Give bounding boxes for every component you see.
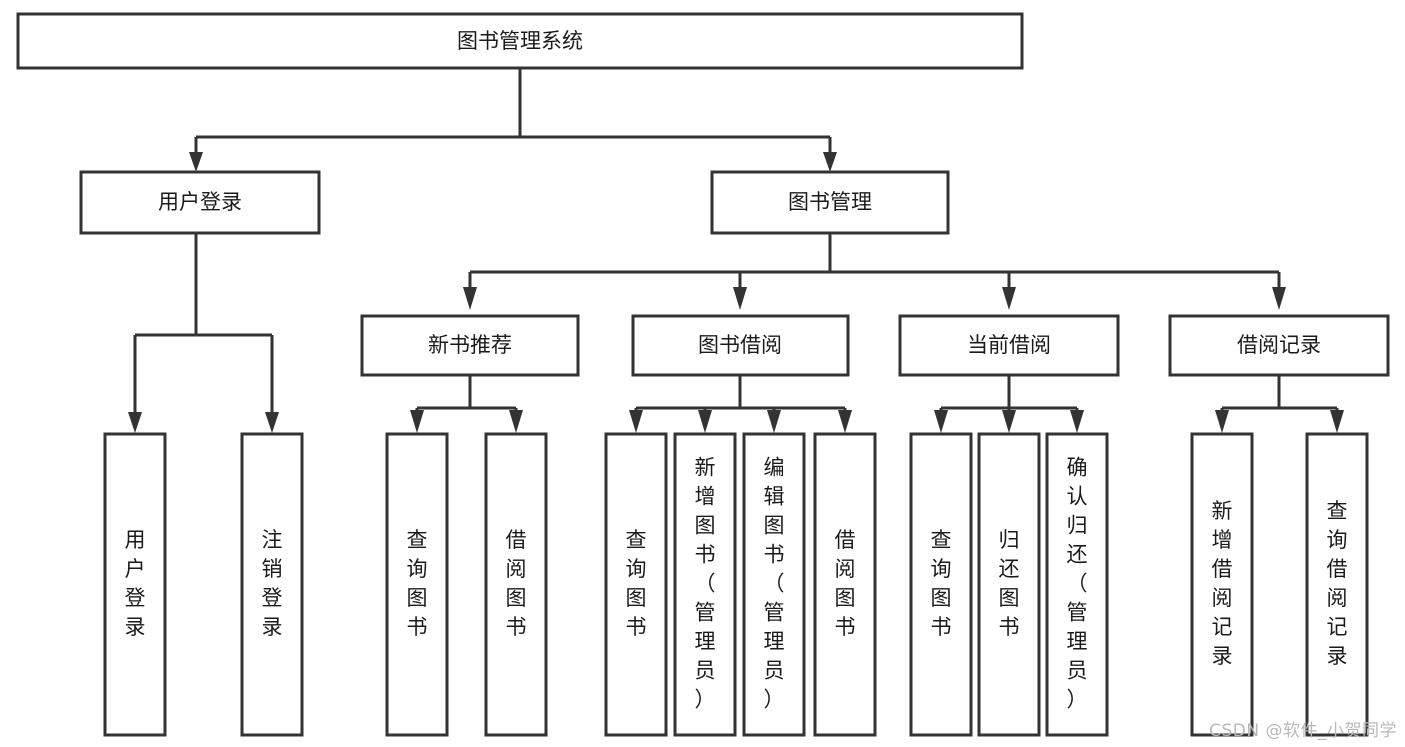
node-leaf-query-book-3-label: 查询图书 [931,528,952,639]
node-borrow-record-box[interactable] [1168,314,1390,377]
node-leaf-user-login-box[interactable] [103,432,167,737]
node-root-label: 图书管理系统 [457,29,583,53]
arrow-head-book-manage [823,152,837,172]
connector-group-book-borrow [629,375,852,433]
arrow-head-new-book-recommend [463,287,477,310]
arrow-head-leaf-borrow-book-1 [509,410,523,433]
node-leaf-edit-book[interactable]: 编辑图书（管理员） [742,432,806,737]
node-root[interactable]: 图书管理系统 [16,12,1024,70]
node-leaf-query-book-1[interactable]: 查询图书 [385,432,449,737]
arrow-head-user-login [189,152,203,172]
node-leaf-logout-label: 注销登录 [262,528,283,639]
node-leaf-query-book-3[interactable]: 查询图书 [909,432,973,737]
node-leaf-logout[interactable]: 注销登录 [240,432,304,737]
node-leaf-query-book-2-label: 查询图书 [626,528,647,639]
node-leaf-confirm-return-box[interactable] [1045,432,1109,737]
arrow-head-leaf-add-book [698,410,712,433]
node-leaf-borrow-book-1-label: 借阅图书 [506,528,527,639]
node-leaf-borrow-book-1-box[interactable] [484,432,548,737]
node-new-book-recommend-box[interactable] [360,314,580,377]
node-leaf-return-book[interactable]: 归还图书 [977,432,1041,737]
node-leaf-return-book-box[interactable] [977,432,1041,737]
arrow-head-leaf-user-login [128,412,142,433]
node-leaf-query-record-box[interactable] [1305,432,1369,737]
csdn-watermark: CSDN @软件_小贺同学 [1209,721,1397,741]
node-leaf-borrow-book-2-label: 借阅图书 [835,528,856,639]
node-borrow-record[interactable]: 借阅记录 [1168,314,1390,377]
node-root-box[interactable] [16,12,1024,70]
node-borrow-record-label: 借阅记录 [1237,333,1321,357]
connector-group-new-book-recommend [410,375,523,433]
connector-group-user-login [128,233,279,433]
node-leaf-query-record-label: 查询借阅记录 [1327,499,1348,668]
node-leaf-add-record-label: 新增借阅记录 [1212,499,1233,668]
node-leaf-query-record[interactable]: 查询借阅记录 [1305,432,1369,737]
node-leaf-add-book-box[interactable] [673,432,737,737]
node-current-borrow[interactable]: 当前借阅 [898,314,1120,377]
node-user-login-box[interactable] [79,170,321,235]
node-leaf-add-record-box[interactable] [1190,432,1254,737]
node-user-login[interactable]: 用户登录 [79,170,321,235]
node-user-login-label: 用户登录 [158,190,242,214]
node-book-borrow-box[interactable] [631,314,850,377]
node-book-manage[interactable]: 图书管理 [710,170,950,235]
node-book-borrow-label: 图书借阅 [698,333,782,357]
connector-group-root [189,68,837,172]
arrow-head-leaf-query-book-3 [934,410,948,433]
node-leaf-borrow-book-2[interactable]: 借阅图书 [813,432,877,737]
node-leaf-add-book-label: 新增图书（管理员） [695,456,716,712]
arrow-head-leaf-logout [265,412,279,433]
arrow-head-current-borrow [1002,287,1016,310]
node-book-manage-label: 图书管理 [788,190,872,214]
node-leaf-borrow-book-1[interactable]: 借阅图书 [484,432,548,737]
node-leaf-query-book-1-box[interactable] [385,432,449,737]
node-leaf-confirm-return[interactable]: 确认归还（管理员） [1045,432,1109,737]
arrow-head-leaf-query-book-1 [410,410,424,433]
node-current-borrow-label: 当前借阅 [967,333,1051,357]
node-leaf-user-login-label: 用户登录 [125,528,146,639]
arrow-head-leaf-borrow-book-2 [838,410,852,433]
node-book-manage-box[interactable] [710,170,950,235]
arrow-head-leaf-confirm-return [1070,410,1084,433]
arrow-head-book-borrow [733,287,747,310]
arrow-head-leaf-query-record [1330,410,1344,433]
node-leaf-query-book-2[interactable]: 查询图书 [604,432,668,737]
node-leaf-query-book-2-box[interactable] [604,432,668,737]
node-new-book-recommend-label: 新书推荐 [428,333,512,357]
connector-group-borrow-record [1215,375,1344,433]
node-leaf-add-book[interactable]: 新增图书（管理员） [673,432,737,737]
node-leaf-logout-box[interactable] [240,432,304,737]
node-leaf-borrow-book-2-box[interactable] [813,432,877,737]
arrow-head-borrow-record [1272,287,1286,310]
node-new-book-recommend[interactable]: 新书推荐 [360,314,580,377]
node-leaf-confirm-return-label: 确认归还（管理员） [1067,456,1088,712]
node-leaf-add-record[interactable]: 新增借阅记录 [1190,432,1254,737]
node-book-borrow[interactable]: 图书借阅 [631,314,850,377]
node-leaf-edit-book-box[interactable] [742,432,806,737]
connector-group-book-manage [463,233,1286,310]
node-leaf-query-book-3-box[interactable] [909,432,973,737]
connector-group-current-borrow [934,375,1084,433]
node-leaf-query-book-1-label: 查询图书 [407,528,428,639]
arrow-head-leaf-edit-book [767,410,781,433]
node-leaf-edit-book-label: 编辑图书（管理员） [764,456,785,712]
node-leaf-user-login[interactable]: 用户登录 [103,432,167,737]
arrow-head-leaf-add-record [1215,410,1229,433]
node-leaf-return-book-label: 归还图书 [999,528,1020,639]
arrow-head-leaf-return-book [1002,410,1016,433]
node-current-borrow-box[interactable] [898,314,1120,377]
arrow-head-leaf-query-book-2 [629,410,643,433]
